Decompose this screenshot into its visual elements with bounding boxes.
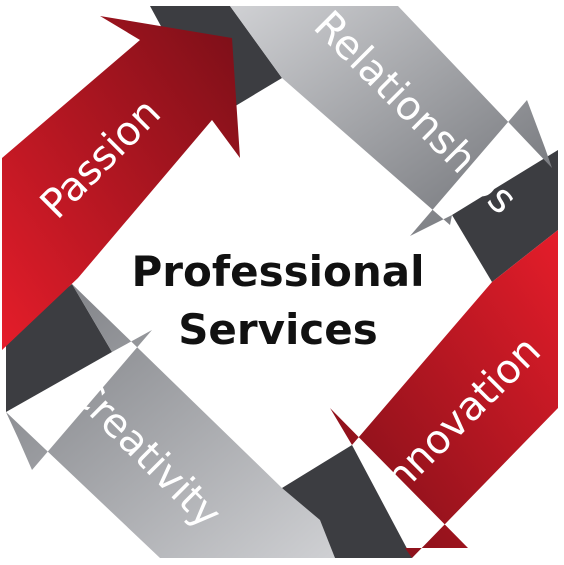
connector-right	[452, 150, 558, 282]
arrow-creativity	[6, 284, 335, 558]
center-title: Professional Services	[132, 247, 425, 354]
segment-relationships: Relationships	[230, 2, 552, 236]
arrow-innovation	[330, 230, 558, 558]
segment-passion: Passion	[2, 16, 240, 350]
arrow-passion	[2, 16, 240, 350]
center-title-line-2: Services	[178, 305, 378, 354]
center-title-line-1: Professional	[132, 247, 425, 296]
arrow-relationships	[230, 6, 552, 236]
